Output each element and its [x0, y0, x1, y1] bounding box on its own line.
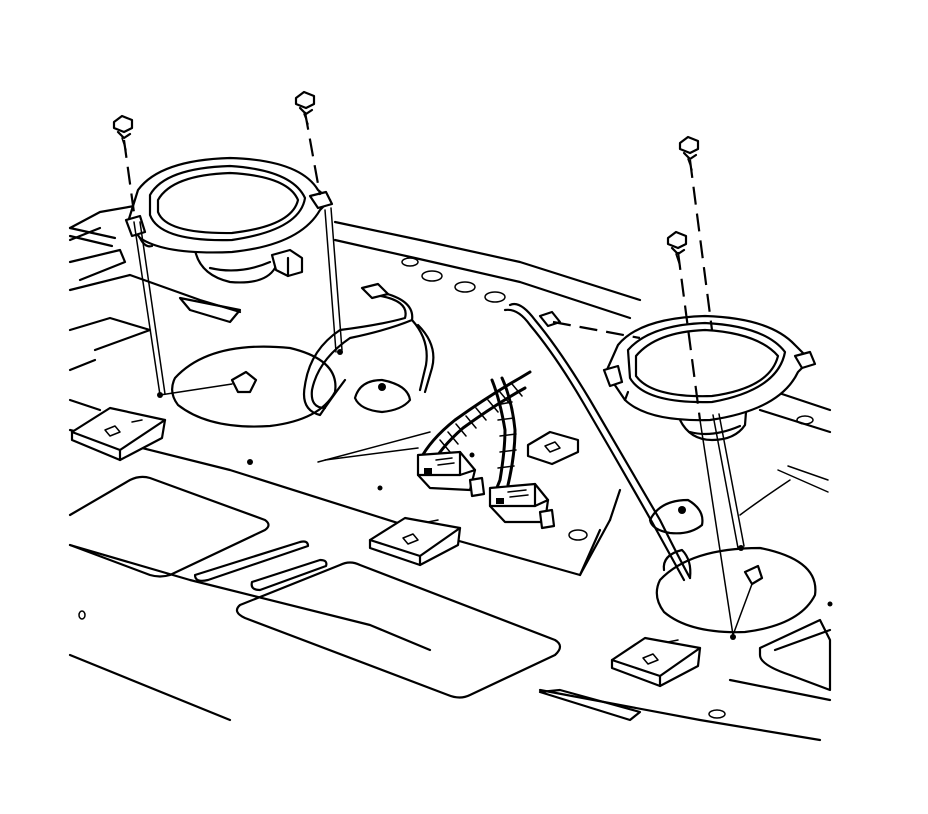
harness-connector-1 [416, 450, 486, 498]
harness-routing-dash [552, 320, 641, 340]
rear-shelf-panel [68, 203, 833, 742]
speaker-screw-4 [666, 230, 734, 636]
left-speaker [124, 156, 334, 284]
speaker-screw-3 [678, 135, 745, 551]
right-speaker [602, 314, 817, 442]
grommet-left [353, 378, 412, 414]
harness-connector-2 [488, 482, 556, 530]
speaker-screw-2 [294, 90, 343, 355]
wiring-harness [302, 282, 829, 582]
left-speaker-opening [157, 345, 337, 428]
right-speaker-opening [655, 546, 817, 640]
grommet-right [648, 498, 704, 535]
bracket-right [610, 636, 702, 688]
speaker-screw-1 [112, 114, 166, 396]
bracket-center [368, 516, 462, 567]
bracket-left [70, 406, 167, 462]
bracket-small [526, 430, 580, 466]
